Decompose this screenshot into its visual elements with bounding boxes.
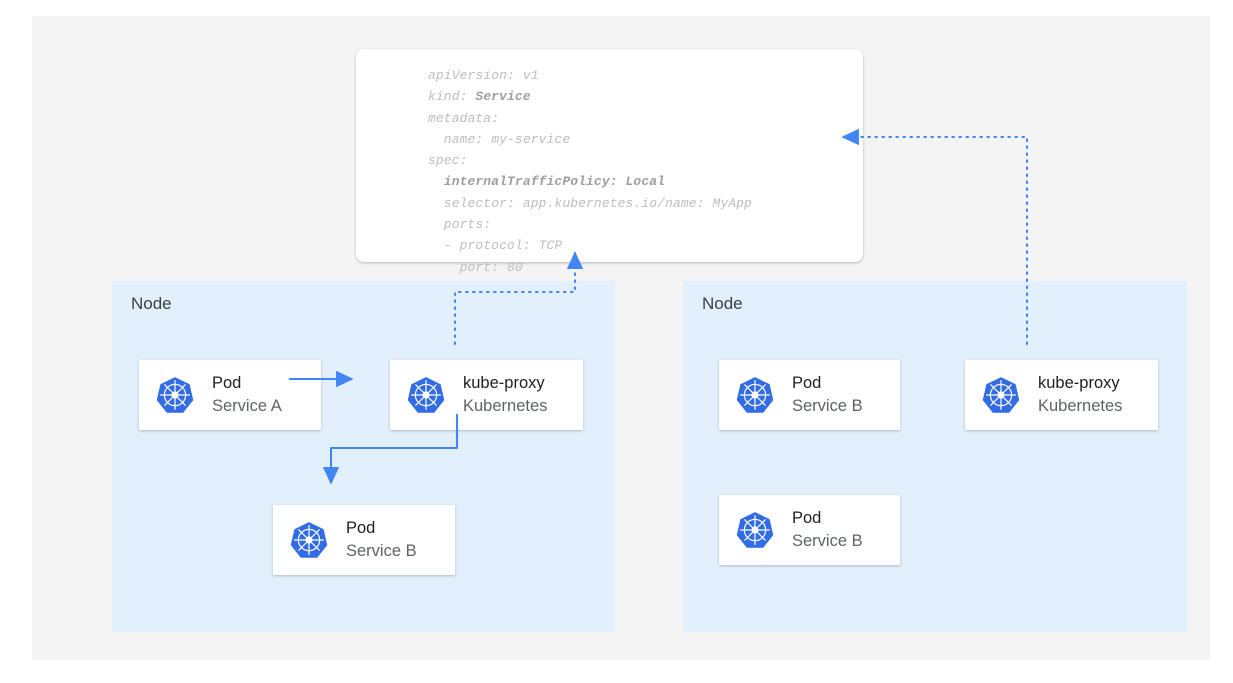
card-labels: Pod Service A bbox=[212, 373, 282, 417]
yaml-line-spec: spec: bbox=[428, 153, 468, 169]
card-labels: kube-proxy Kubernetes bbox=[463, 373, 547, 417]
card-labels: Pod Service B bbox=[346, 518, 417, 562]
kubernetes-icon bbox=[156, 376, 194, 414]
card-subtitle: Kubernetes bbox=[1038, 397, 1123, 415]
yaml-line-protocol: - protocol: TCP bbox=[428, 238, 563, 254]
node-panel-right: Node bbox=[683, 281, 1187, 632]
node-right-label: Node bbox=[702, 294, 743, 313]
card-kube-proxy-right[interactable]: kube-proxy Kubernetes bbox=[965, 360, 1158, 430]
card-subtitle: Kubernetes bbox=[463, 397, 548, 415]
card-title: Pod bbox=[346, 519, 376, 537]
kubernetes-icon bbox=[982, 376, 1020, 414]
yaml-line-metadata: metadata: bbox=[428, 110, 500, 126]
card-subtitle: Service B bbox=[346, 542, 417, 560]
yaml-line-kind-value: Service bbox=[475, 89, 531, 105]
yaml-line-internal-traffic-policy: internalTrafficPolicy: Local bbox=[428, 174, 666, 190]
kubernetes-icon bbox=[736, 376, 774, 414]
service-manifest-card: apiVersion: v1 kind: Service metadata: n… bbox=[356, 49, 863, 296]
yaml-line-kind-key: kind: bbox=[428, 89, 476, 105]
card-pod-service-a[interactable]: Pod Service A bbox=[139, 360, 321, 430]
yaml-line-ports: ports: bbox=[428, 217, 492, 233]
card-labels: kube-proxy Kubernetes bbox=[1038, 373, 1122, 417]
card-title: Pod bbox=[212, 374, 242, 392]
card-subtitle: Service B bbox=[792, 532, 863, 550]
service-manifest-code: apiVersion: v1 kind: Service metadata: n… bbox=[428, 65, 752, 299]
diagram-canvas: apiVersion: v1 kind: Service metadata: n… bbox=[32, 16, 1210, 660]
card-subtitle: Service A bbox=[212, 397, 282, 415]
card-pod-service-b-right-2[interactable]: Pod Service B bbox=[719, 495, 900, 565]
card-labels: Pod Service B bbox=[792, 373, 863, 417]
card-title: Pod bbox=[792, 509, 822, 527]
card-title: Pod bbox=[792, 374, 822, 392]
card-title: kube-proxy bbox=[1038, 374, 1120, 392]
yaml-line-selector: selector: app.kubernetes.io/name: MyApp bbox=[428, 195, 752, 211]
card-pod-service-b-left[interactable]: Pod Service B bbox=[273, 505, 455, 575]
card-title: kube-proxy bbox=[463, 374, 545, 392]
node-left-label: Node bbox=[131, 294, 172, 313]
yaml-line-apiversion: apiVersion: v1 bbox=[428, 68, 539, 83]
card-labels: Pod Service B bbox=[792, 508, 863, 552]
card-pod-service-b-right-1[interactable]: Pod Service B bbox=[719, 360, 900, 430]
node-panel-left: Node bbox=[112, 281, 615, 632]
yaml-line-port: port: 80 bbox=[428, 259, 523, 275]
yaml-line-metadata-name: name: my-service bbox=[428, 131, 571, 147]
kubernetes-icon bbox=[290, 521, 328, 559]
card-subtitle: Service B bbox=[792, 397, 863, 415]
kubernetes-icon bbox=[736, 511, 774, 549]
card-kube-proxy-left[interactable]: kube-proxy Kubernetes bbox=[390, 360, 583, 430]
kubernetes-icon bbox=[407, 376, 445, 414]
